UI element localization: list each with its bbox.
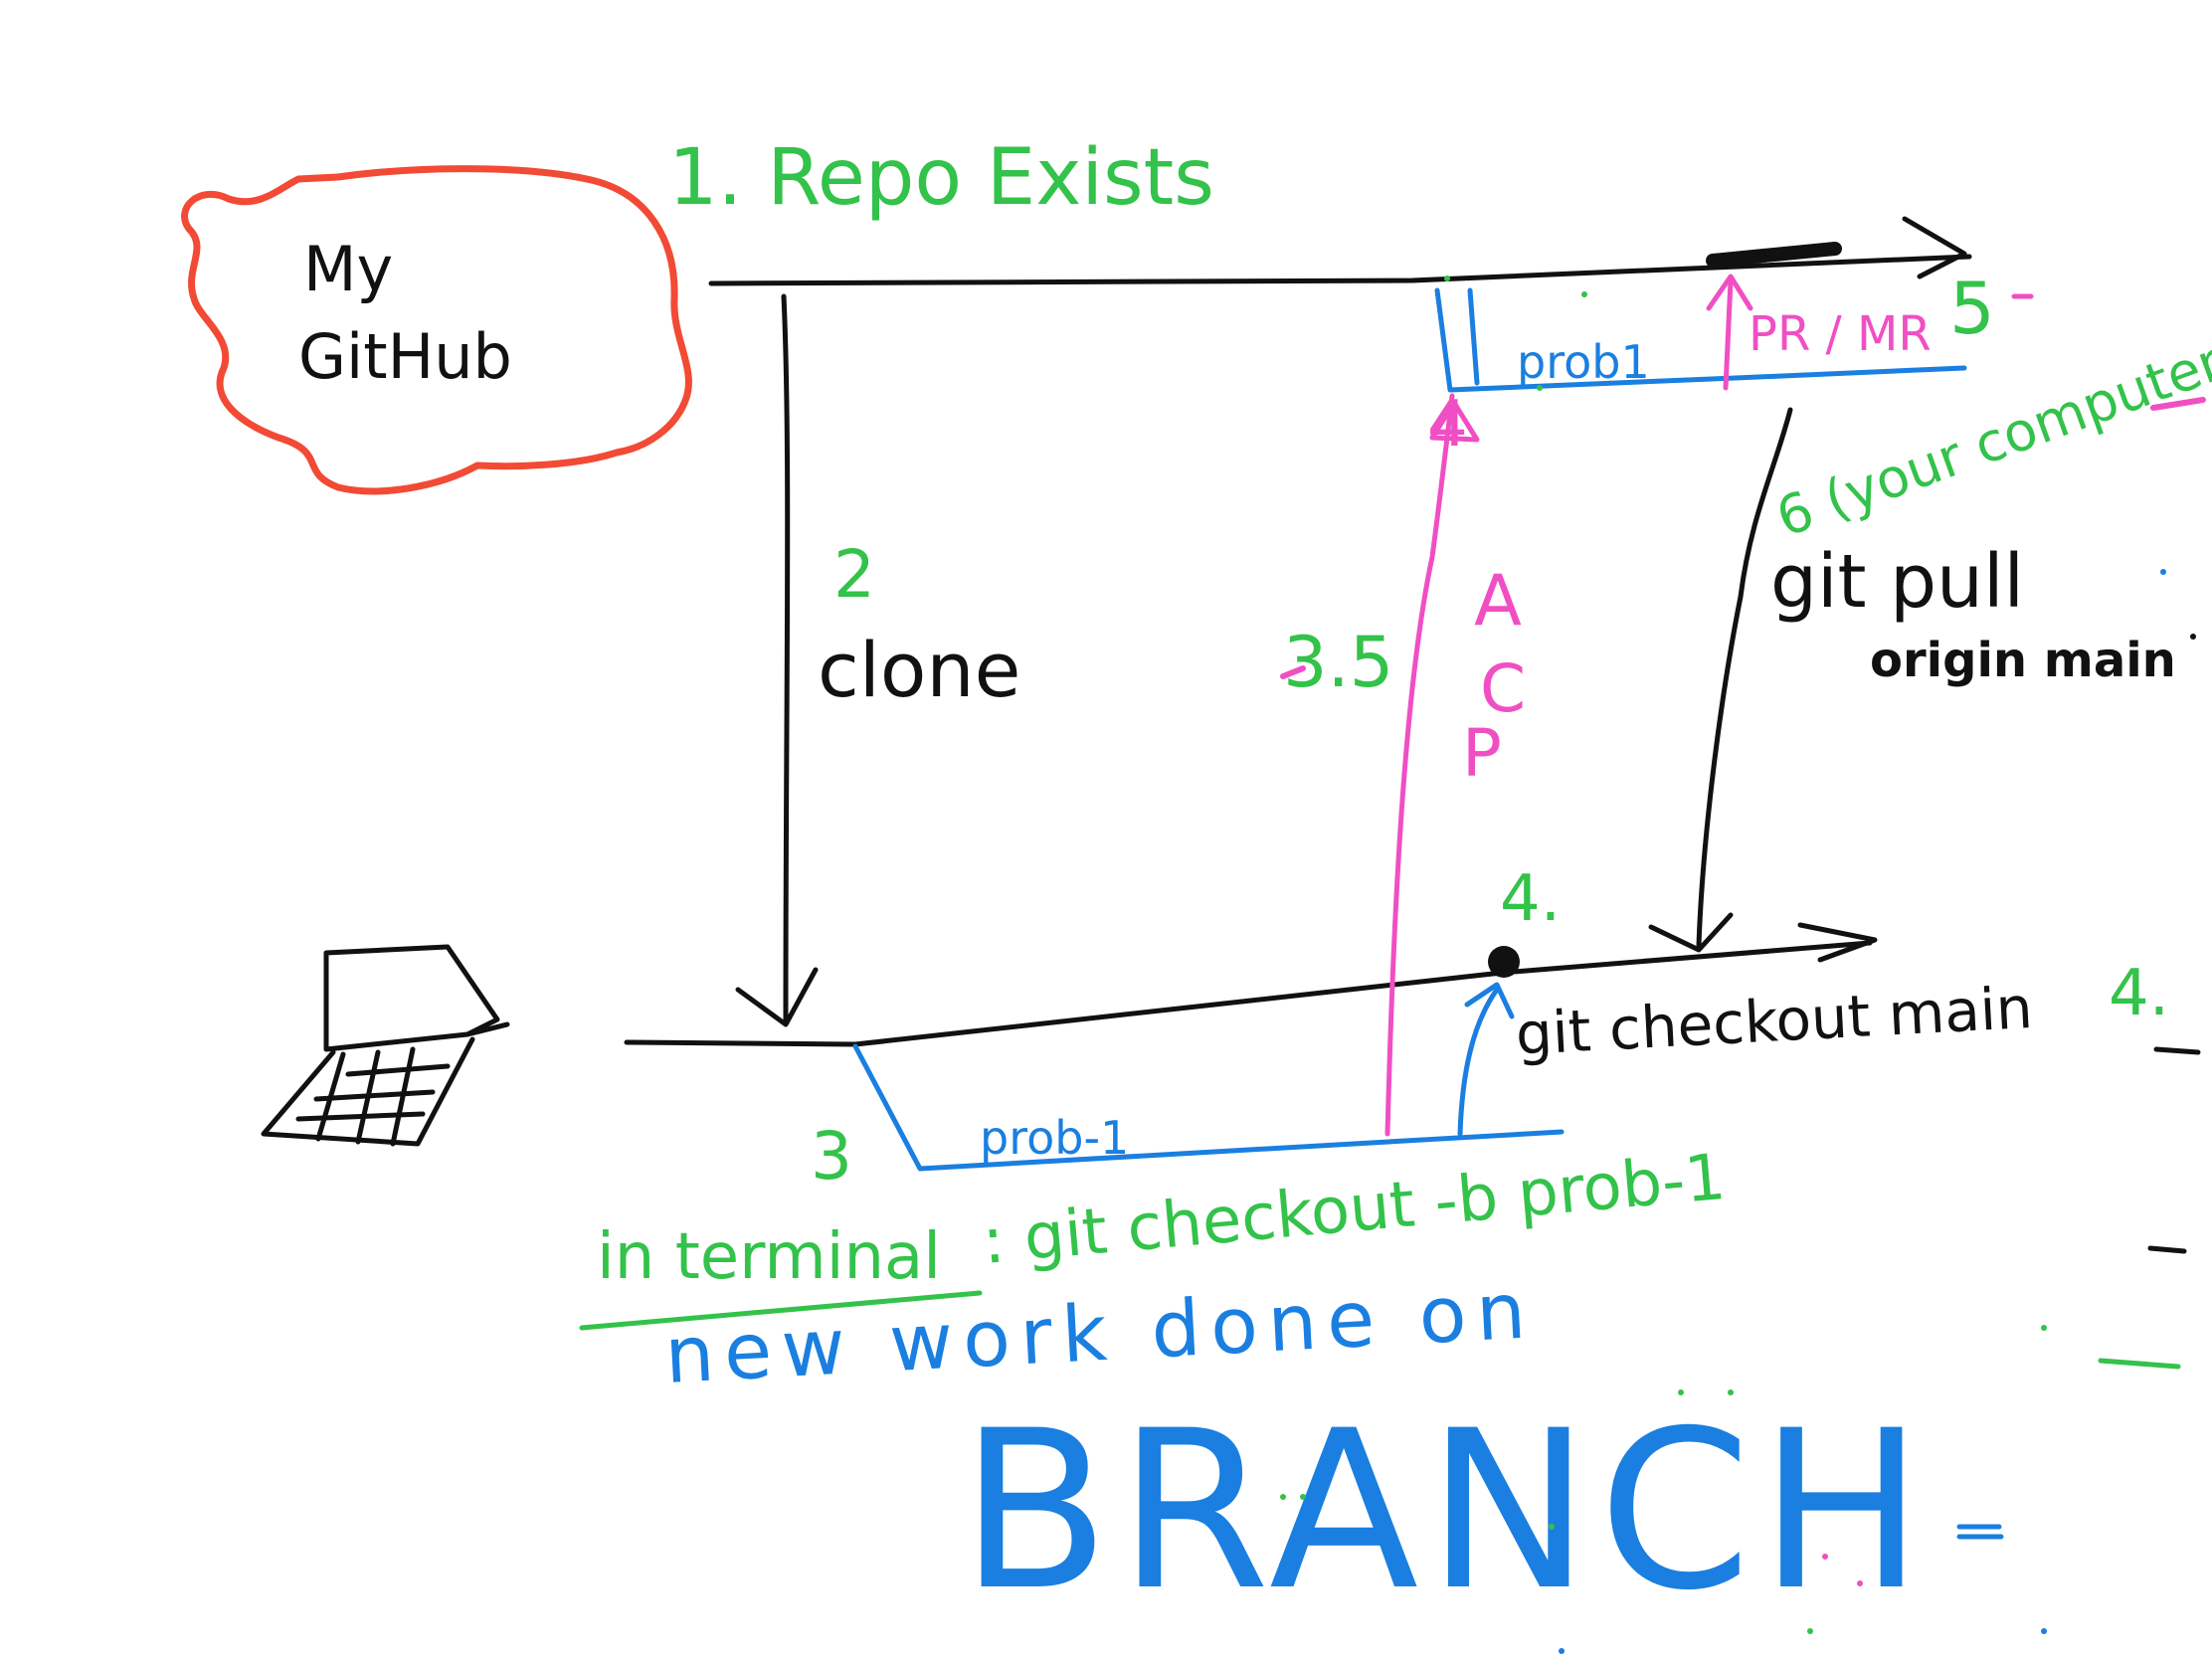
stray-dots: [1280, 276, 2196, 1654]
git-pull-label: git pull: [1770, 539, 2024, 625]
local-main-line: [624, 940, 1873, 1047]
clone-arrowhead: [735, 967, 819, 1027]
push-arrow: [1384, 393, 1455, 1137]
clone-label: clone: [818, 626, 1020, 714]
margin-scribbles: [1956, 1046, 2201, 1540]
step-four-dot: 4.: [1500, 862, 1561, 936]
local-branch-label: prob-1: [980, 1111, 1129, 1165]
pr-arrow: [1723, 277, 1734, 391]
remote-label-github: GitHub: [298, 320, 512, 393]
remote-main-line: [708, 254, 1972, 286]
checkout-main-label: git checkout main: [1514, 974, 2034, 1068]
origin-main-label: origin main: [1870, 633, 2176, 688]
remote-main-arrowhead: [1902, 216, 1967, 279]
remote-branch-label: prob1: [1517, 335, 1650, 389]
step-four-up: 4: [1427, 388, 1468, 461]
local-head-dot: [1488, 946, 1520, 978]
remote-merge-mark: [1706, 242, 1842, 268]
clone-arrow: [781, 293, 791, 1022]
local-branch-line: [852, 1043, 1565, 1172]
acp-a: A: [1474, 560, 1522, 642]
acp-p: P: [1462, 715, 1502, 792]
step-four-right: 4.: [2109, 957, 2169, 1030]
pull-arrowhead: [1648, 912, 1734, 953]
step-clone-number: 2: [833, 536, 875, 613]
laptop-icon: [261, 944, 510, 1147]
step-repo-exists: 1. Repo Exists: [668, 133, 1214, 223]
in-terminal-underline: [579, 1290, 983, 1331]
pull-arrow: [1696, 407, 1793, 948]
branch-label: BRANCH: [960, 1383, 1932, 1638]
in-terminal-label: in terminal: [597, 1220, 941, 1294]
local-main-arrowhead: [1797, 922, 1878, 963]
push-arrowhead: [1429, 400, 1480, 443]
acp-c: C: [1480, 650, 1526, 727]
step-three: 3: [811, 1118, 852, 1195]
checkout-arrow: [1457, 987, 1500, 1137]
remote-label-my: My: [303, 233, 393, 305]
pr-mr-label: PR / MR: [1749, 306, 1932, 362]
step-three-five: 3.5: [1283, 622, 1393, 703]
three-five-dash: [1280, 665, 1306, 679]
remote-branch-tick: [1467, 287, 1480, 386]
remote-branch-line: [1434, 287, 1967, 393]
pr-arrowhead: [1706, 274, 1753, 311]
cloud-outline: [181, 165, 692, 495]
six-underline: [2150, 397, 2206, 411]
checkout-arrowhead: [1464, 982, 1515, 1019]
step-five: 5: [1949, 267, 1995, 350]
